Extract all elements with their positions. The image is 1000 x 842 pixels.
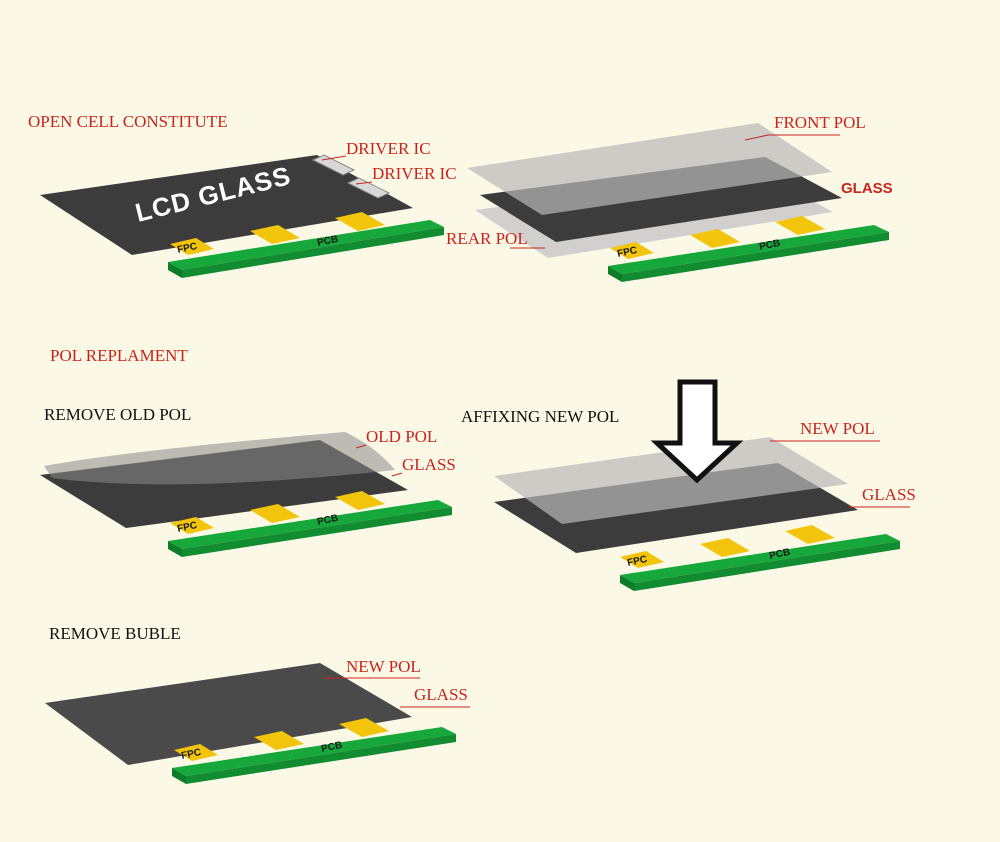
pcb-board-edge: [168, 262, 182, 278]
pcb-board-front: [182, 507, 452, 557]
down-arrow-icon: [650, 379, 744, 484]
fpc-chip-2: [690, 229, 740, 248]
front-pol-leader-diag: [744, 134, 769, 141]
fpc-chip-3: [785, 525, 835, 544]
peeling-old-pol: [44, 432, 395, 485]
remove-bubble-title: REMOVE BUBLE: [49, 624, 181, 643]
fpc-chip-1: [610, 242, 654, 259]
fpc-chip-1: [174, 744, 218, 761]
polarizer-layers-assembly: FPC PCB: [467, 123, 889, 282]
pcb-board-edge: [172, 768, 186, 784]
new-pol-label: NEW POL: [346, 657, 421, 676]
pcb-board: [172, 727, 456, 776]
fpc-chip-2: [254, 731, 304, 750]
pcb-board: [608, 225, 889, 274]
affix-new-pol-assembly: FPC PCB: [494, 437, 900, 591]
affix-new-pol-title: AFFIXING NEW POL: [461, 407, 619, 426]
pcb-board-front: [186, 734, 456, 784]
rear-pol-label: REAR POL: [446, 229, 528, 248]
glass-label: GLASS: [414, 685, 468, 704]
front-pol-label: FRONT POL: [774, 113, 866, 132]
pcb-board-edge: [168, 541, 182, 557]
fpc-chip-3: [335, 491, 385, 510]
pcb-label: PCB: [316, 234, 339, 249]
new-pol-label: NEW POL: [800, 419, 875, 438]
fpc-chip-1: [620, 551, 664, 568]
glass-leader: [391, 472, 403, 477]
glass-panel: [45, 663, 412, 765]
remove-old-pol-title: REMOVE OLD POL: [44, 405, 191, 424]
pol-replacement-title: POL REPLAMENT: [50, 346, 188, 365]
pcb-board: [620, 534, 900, 583]
fpc-chip-3: [339, 718, 389, 737]
old-pol-label: OLD POL: [366, 427, 437, 446]
old-pol-leader: [355, 444, 367, 449]
open-cell-title: OPEN CELL CONSTITUTE: [28, 112, 228, 131]
pcb-board: [168, 220, 444, 270]
fpc-chip-1: [170, 238, 214, 255]
fpc-chip-2: [250, 225, 300, 244]
pcb-board-front: [634, 541, 900, 591]
pcb-board-front: [182, 227, 444, 278]
lcd-glass-panel: [40, 155, 413, 255]
driver-ic-label-2: DRIVER IC: [372, 164, 457, 183]
driver-ic-leader-1: [321, 155, 347, 161]
glass-label: GLASS: [402, 455, 456, 474]
fpc-chip-label: FPC: [176, 520, 198, 535]
remove-old-pol-assembly: FPC PCB: [40, 432, 452, 557]
fpc-chip-2: [700, 538, 750, 557]
fpc-chip-3: [335, 212, 385, 231]
glass-label: GLASS: [862, 485, 916, 504]
driver-ic-label-1: DRIVER IC: [346, 139, 431, 158]
new-pol-layer: [494, 437, 848, 524]
fpc-chip-3: [775, 216, 825, 235]
pcb-board: [168, 500, 452, 549]
glass-label-bold: GLASS: [841, 180, 893, 197]
pcb-board-edge: [608, 266, 622, 282]
front-pol-layer: [467, 123, 832, 215]
fpc-chip-1: [170, 517, 214, 534]
fpc-chip-2: [250, 504, 300, 523]
fpc-chip-label: FPC: [626, 554, 648, 569]
fpc-chip-label: FPC: [176, 241, 198, 256]
pcb-label: PCB: [768, 547, 791, 562]
driver-ic-leader-2: [355, 181, 373, 185]
fpc-chip-label: FPC: [616, 245, 638, 260]
open-cell-assembly: LCD GLASS FPC PCB: [40, 154, 444, 278]
remove-bubble-assembly: FPC PCB: [45, 663, 456, 784]
fpc-chip-label: FPC: [180, 747, 202, 762]
pcb-board-front: [622, 232, 889, 282]
driver-ic-chip-2: [346, 177, 391, 199]
pcb-board-edge: [620, 575, 634, 591]
pcb-label: PCB: [320, 740, 343, 755]
pcb-label: PCB: [758, 238, 781, 253]
pcb-label: PCB: [316, 513, 339, 528]
